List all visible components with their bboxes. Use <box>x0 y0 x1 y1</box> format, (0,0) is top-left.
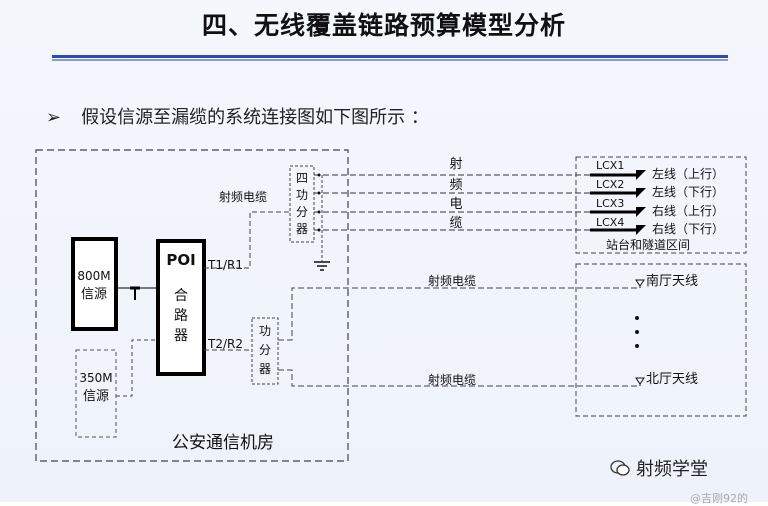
poi-title: POI <box>166 251 195 269</box>
lcx1-terminal-icon <box>636 170 646 180</box>
rf-cable-mid-label: 射频电缆 <box>428 273 476 288</box>
four-splitter-3: 分 <box>296 205 308 219</box>
rf-vertical-1: 射 <box>449 156 462 172</box>
lcx4-id: LCX4 <box>596 216 624 229</box>
source-350-box <box>75 349 117 438</box>
bullet-arrow-icon: ➢ <box>46 107 62 128</box>
source-350-line2: 信源 <box>83 389 109 404</box>
rf-vertical-2: 频 <box>449 178 462 193</box>
watermark: 射频学堂 <box>610 455 708 481</box>
lcx3-id: LCX3 <box>596 197 624 210</box>
splitter-2: 分 <box>259 343 271 357</box>
t1r1-label: T1/R1 <box>207 258 243 272</box>
bullet-text: 假设信源至漏缆的系统连接图如下图所示 ： <box>81 107 429 128</box>
poi-sub-1: 合 <box>174 288 188 304</box>
lcx4-terminal-icon <box>636 225 646 235</box>
page-title: 四、无线覆盖链路预算模型分析 <box>201 11 566 40</box>
watermark-text: 射频学堂 <box>636 459 708 480</box>
ellipsis-dot <box>635 330 639 334</box>
splitter-1: 功 <box>259 324 271 338</box>
corner-credit: @吉刚92的 <box>690 492 748 505</box>
rf-vertical-4: 缆 <box>449 215 462 231</box>
ellipsis-dot <box>635 344 639 348</box>
lcx-region <box>575 156 747 254</box>
four-splitter-4: 器 <box>296 222 308 236</box>
rf-cable-bottom-label: 射频电缆 <box>428 372 476 387</box>
lcx4-desc: 右线（下行） <box>652 221 724 236</box>
bullet-line: ➢ 假设信源至漏缆的系统连接图如下图所示 ： <box>46 103 429 129</box>
t2r2-label: T2/R2 <box>207 337 243 351</box>
lcx-region-label: 站台和隧道区间 <box>606 237 690 252</box>
source-350-line1: 350M <box>79 371 112 385</box>
antenna-south-label: 南厅天线 <box>646 273 698 289</box>
four-splitter-box <box>289 165 315 243</box>
poi-box <box>156 239 206 376</box>
source-800-line1: 800M <box>77 269 110 283</box>
poi-sub-2: 路 <box>174 308 188 324</box>
antenna-south-icon <box>635 279 645 287</box>
antenna-north-label: 北厅天线 <box>646 372 698 387</box>
source-800-line2: 信源 <box>81 287 107 302</box>
four-splitter-1: 四 <box>296 171 308 185</box>
lcx1-id: LCX1 <box>596 159 624 172</box>
wechat-icon <box>610 460 630 476</box>
splitter-box <box>251 317 279 385</box>
antenna-region <box>575 263 747 417</box>
lcx1-desc: 左线（上行） <box>652 166 724 181</box>
source-800-box <box>71 237 118 331</box>
lcx2-desc: 左线（下行） <box>652 184 724 199</box>
title-underline <box>52 55 728 62</box>
ellipsis-dot <box>635 316 639 320</box>
rf-vertical-3: 电 <box>449 197 462 212</box>
lcx3-desc: 右线（上行） <box>652 203 724 218</box>
ground-icon <box>314 261 330 271</box>
poi-sub-3: 器 <box>174 328 188 344</box>
lcx2-terminal-icon <box>636 188 646 198</box>
splitter-3: 器 <box>259 362 271 376</box>
lcx2-id: LCX2 <box>596 178 624 191</box>
room-boundary <box>35 149 349 462</box>
four-splitter-2: 功 <box>296 188 308 202</box>
room-label: 公安通信机房 <box>172 433 274 453</box>
rf-cable-top-label: 射频电缆 <box>219 189 267 204</box>
antenna-north-icon <box>635 377 645 385</box>
lcx3-terminal-icon <box>636 207 646 217</box>
